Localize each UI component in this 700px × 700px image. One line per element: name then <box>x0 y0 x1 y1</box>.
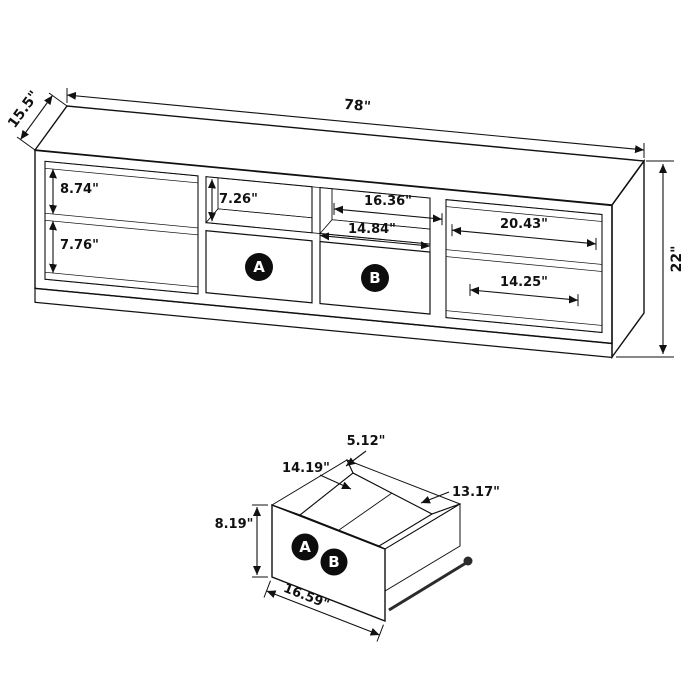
dim-right-shelf-width-arrow <box>451 224 597 250</box>
drawer-slide-rail <box>388 561 467 612</box>
console-base-plinth <box>34 287 613 359</box>
left-cabinet-shelf <box>44 212 199 236</box>
console-width-label: 78" <box>343 97 371 115</box>
left-lower-opening-label: 7.76" <box>60 238 99 253</box>
dim-console-height: 22" <box>616 160 685 358</box>
drawer-bottom-panel <box>299 472 434 547</box>
center-divider <box>311 186 321 234</box>
drawer-a-front <box>205 230 313 304</box>
drawer-a-badge-circle <box>245 253 273 281</box>
right-cabinet-bottom-edge <box>445 310 603 333</box>
dim-console-width: 78" <box>66 88 645 158</box>
drawer-b-badge: B <box>320 548 348 576</box>
console-front-face <box>34 149 613 359</box>
drawer-b-badge-label: B <box>369 269 380 287</box>
right-lower-width-label: 14.25" <box>500 275 548 290</box>
drawer-a-badge-label: A <box>253 258 265 276</box>
console-depth-label: 15.5" <box>5 88 43 131</box>
dim-drawer-back-panel: 5.12" <box>345 434 386 467</box>
drawer-front-height-label: 8.19" <box>215 517 254 532</box>
drawer-side-depth-label: 13.17" <box>452 485 500 500</box>
center-left-compartment-floor <box>205 208 313 234</box>
drawer-rail-wheel <box>463 556 473 566</box>
dim-drawer-front-height: 8.19" <box>215 504 268 578</box>
left-upper-opening-label: 8.74" <box>60 182 99 197</box>
drawer-bottom-center-line <box>338 492 393 531</box>
dim-drawer-interior-width: 14.19" <box>282 461 352 490</box>
center-interior-width-label: 16.36" <box>364 194 412 209</box>
drawer-b-badge-circle <box>361 264 389 292</box>
drawer-interior-width-label: 14.19" <box>282 461 330 476</box>
drawer-detail-b-circle <box>320 548 348 576</box>
dim-right-lower-width-arrow <box>469 283 579 307</box>
drawer-a-badge: A <box>291 533 319 561</box>
drawer-detail-b-label: B <box>328 553 339 571</box>
right-cabinet-top-edge <box>445 199 603 222</box>
right-shelf-width-label: 20.43" <box>500 217 548 232</box>
dim-drawer-front-width: 16.59" <box>263 580 384 642</box>
console-drawer-b-badge: B <box>361 264 389 292</box>
drawer-detail-a-label: A <box>299 538 311 556</box>
drawer-right-side-outer <box>384 503 461 592</box>
left-cabinet-top-edge <box>44 160 199 184</box>
dim-center-opening-width-arrow <box>319 229 431 253</box>
drawer-detail-a-circle <box>291 533 319 561</box>
console-drawer-a-badge: A <box>245 253 273 281</box>
console-height-label: 22" <box>669 246 685 273</box>
console-front-panel <box>34 149 613 345</box>
console-drawing: 78" 15.5" 22" 8.74" 7.76" 7.26" 16.36" 1… <box>5 88 685 360</box>
right-cabinet-shelf <box>445 249 603 272</box>
dim-drawer-side-depth: 13.17" <box>420 485 500 504</box>
center-opening-width-label: 14.84" <box>348 222 396 237</box>
center-opening-height-label: 7.26" <box>219 192 258 207</box>
drawer-front-width-label: 16.59" <box>281 581 331 612</box>
drawer-drawing: A B 5.12" 14.19" 13.17" 8.19" <box>215 434 500 642</box>
dim-center-interior-width-arrow <box>333 202 443 226</box>
console-side-face <box>611 158 645 360</box>
drawer-back-wall <box>346 459 462 515</box>
drawer-front-panel <box>271 503 386 623</box>
left-cabinet-bottom-edge <box>44 271 199 295</box>
center-right-compartment-side <box>319 187 333 235</box>
drawer-back-panel-label: 5.12" <box>347 434 386 449</box>
